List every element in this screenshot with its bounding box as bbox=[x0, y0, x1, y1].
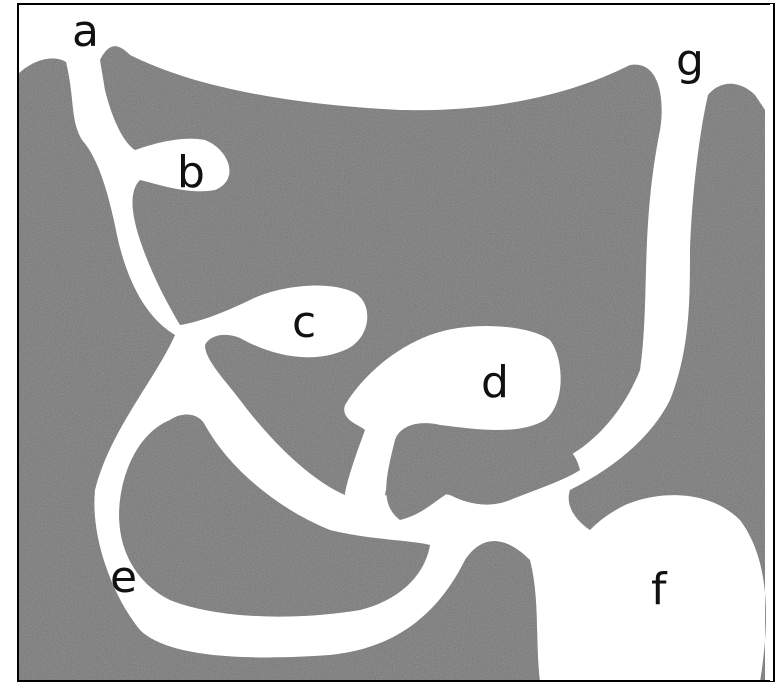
label-e: e bbox=[110, 552, 137, 603]
label-a: a bbox=[72, 6, 99, 57]
label-d: d bbox=[481, 357, 509, 408]
label-c: c bbox=[292, 297, 316, 348]
label-f: f bbox=[651, 564, 668, 615]
label-g: g bbox=[676, 35, 704, 86]
label-b: b bbox=[177, 147, 205, 198]
